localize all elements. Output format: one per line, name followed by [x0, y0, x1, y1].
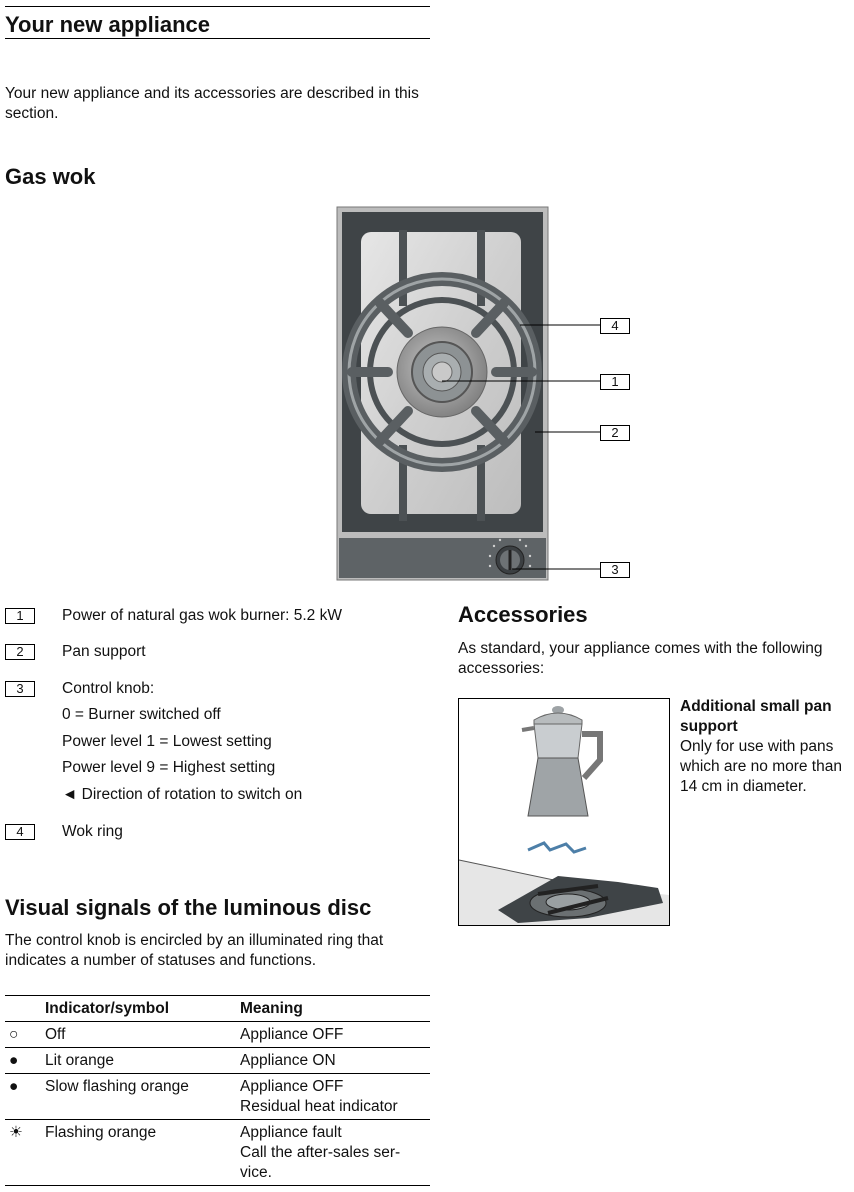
legend-num-1: 1 — [5, 608, 35, 624]
indicator-cell: Flashing orange — [45, 1124, 157, 1141]
pot-base — [527, 757, 589, 817]
pot-top — [533, 723, 583, 759]
legend-text-4: Wok ring — [62, 823, 123, 840]
title-rule — [5, 38, 430, 39]
column-header: Meaning — [240, 1000, 303, 1017]
column-header: Indicator/symbol — [45, 1000, 170, 1017]
table-row: ☀ Flashing orange Appliance fault Call t… — [5, 1120, 430, 1186]
legend-text-2: Pan support — [62, 643, 146, 660]
gas-wok-illustration — [336, 206, 600, 581]
accessory-desc-line2: which are no more than — [680, 758, 842, 775]
accessories-heading: Accessories — [458, 602, 588, 627]
accessory-title-line1: Additional small pan — [680, 698, 832, 715]
meaning-cell: Appliance fault Call the after-sales ser… — [240, 1124, 401, 1181]
visual-signals-heading: Visual signals of the luminous disc — [5, 895, 372, 920]
indicator-cell: Off — [45, 1026, 66, 1043]
knob-setting-0: 0 = Burner switched off — [62, 706, 221, 723]
knob-setting-1: Power level 1 = Lowest setting — [62, 733, 272, 750]
accessories-intro: As standard, your appliance comes with t… — [458, 640, 823, 677]
gas-wok-heading: Gas wok — [5, 164, 96, 189]
small-pan-support — [527, 841, 587, 854]
off-icon: ○ — [9, 1026, 19, 1043]
legend-text-3: Control knob: — [62, 680, 155, 697]
knob-rotation: ◄ Direction of rotation to switch on — [62, 786, 303, 803]
indicator-cell: Slow flashing orange — [45, 1078, 189, 1095]
table-row: ● Slow flashing orange Appliance OFF Res… — [5, 1074, 430, 1120]
legend-num-2: 2 — [5, 644, 35, 660]
meaning-cell: Appliance OFF Residual heat indicator — [240, 1078, 398, 1115]
legend-num-3: 3 — [5, 681, 35, 697]
slow-flash-icon: ● — [9, 1078, 19, 1095]
table-row: ● Lit orange Appliance ON — [5, 1048, 430, 1074]
meaning-cell: Appliance ON — [240, 1052, 336, 1069]
callout-1: 1 — [600, 374, 630, 390]
callout-2: 2 — [600, 425, 630, 441]
indicator-cell: Lit orange — [45, 1052, 114, 1069]
table-row: ○ Off Appliance OFF — [5, 1022, 430, 1048]
lit-icon: ● — [9, 1052, 19, 1069]
legend-text-1: Power of natural gas wok burner: 5.2 kW — [62, 607, 342, 624]
signals-table: Indicator/symbol Meaning ○ Off Appliance… — [5, 995, 430, 1186]
table-header-row: Indicator/symbol Meaning — [5, 995, 430, 1022]
pan-support-illustration — [458, 698, 670, 926]
top-rule — [5, 6, 430, 7]
legend-num-4: 4 — [5, 824, 35, 840]
intro-text: Your new appliance and its accessories a… — [5, 85, 419, 122]
page-title: Your new appliance — [5, 12, 210, 37]
meaning-cell: Appliance OFF — [240, 1026, 344, 1043]
accessory-title-line2: support — [680, 718, 738, 735]
visual-signals-intro: The control knob is encircled by an illu… — [5, 932, 384, 969]
accessory-desc-line3: 14 cm in diameter. — [680, 778, 807, 795]
knob-setting-9: Power level 9 = Highest setting — [62, 759, 276, 776]
accessory-desc-line1: Only for use with pans — [680, 738, 834, 755]
callout-4: 4 — [600, 318, 630, 334]
flashing-icon: ☀ — [9, 1124, 23, 1141]
callout-3: 3 — [600, 562, 630, 578]
